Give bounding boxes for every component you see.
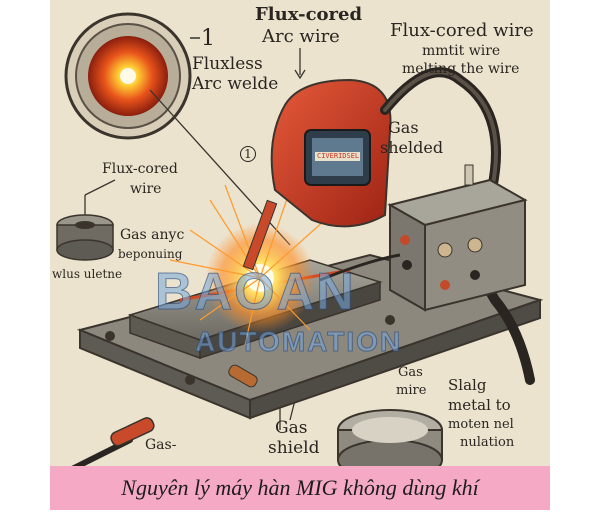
mig-gun bbox=[67, 417, 155, 473]
label-number-1: 1 bbox=[201, 26, 215, 51]
welding-torch bbox=[242, 199, 278, 271]
label-circled-1: 1 bbox=[240, 146, 256, 162]
label-gas-bottom-left: Gas- bbox=[145, 437, 177, 453]
label-wlus-uletne: wlus uletne bbox=[52, 267, 123, 281]
label-mmtit-wire: mmtit wire bbox=[422, 43, 501, 59]
weld-closeup-circle bbox=[64, 12, 200, 140]
helmet-screen-text: CIVERIDSEL bbox=[317, 152, 360, 160]
watermark-automation: AUTOMATION bbox=[194, 326, 403, 358]
label-beponuing: beponuing bbox=[118, 247, 183, 261]
label-gas-anc: Gas anyc bbox=[120, 227, 185, 243]
label-gas-shelded-1: Gas bbox=[388, 118, 419, 137]
label-fluxless: Fluxless bbox=[192, 54, 263, 74]
label-gas-mire-1: Gas bbox=[398, 365, 423, 380]
label-flux-cored-left-1: Flux-cored bbox=[102, 161, 178, 177]
label-slag-4: nulation bbox=[460, 435, 515, 450]
label-arc-wire: Arc wire bbox=[262, 26, 340, 47]
label-gas-mire-2: mire bbox=[396, 383, 427, 398]
label-slag-2: metal to bbox=[448, 396, 511, 414]
label-gas-shelded-2: shelded bbox=[380, 138, 444, 157]
label-melting-wire: melting the wire bbox=[402, 61, 520, 77]
illustration: 1 Fluxless Arc welde Flux-cored Arc wire… bbox=[50, 0, 550, 490]
caption-text: Nguyên lý máy hàn MIG không dùng khí bbox=[121, 475, 479, 500]
welding-sparks bbox=[169, 184, 326, 346]
caption-banner: Nguyên lý máy hàn MIG không dùng khí bbox=[50, 466, 550, 510]
welding-illustration bbox=[56, 12, 544, 481]
filler-rod bbox=[228, 364, 258, 388]
wire-spool bbox=[56, 214, 114, 261]
label-slag-3: moten nel bbox=[448, 417, 514, 432]
label-gas-shield-1: Gas bbox=[275, 418, 308, 438]
label-flux-cored-top: Flux-cored bbox=[255, 4, 363, 25]
label-gas-shield-2: shield bbox=[268, 438, 320, 458]
label-flux-cored-wire-right: Flux-cored wire bbox=[390, 20, 534, 41]
welding-helmet bbox=[270, 78, 392, 228]
label-flux-cored-left-2: wire bbox=[130, 181, 162, 197]
welding-machine bbox=[319, 164, 528, 312]
label-arc-welde: Arc welde bbox=[192, 74, 279, 94]
label-slag-1: Slalg bbox=[448, 376, 487, 394]
watermark-baoan: BAOAN bbox=[155, 263, 356, 322]
